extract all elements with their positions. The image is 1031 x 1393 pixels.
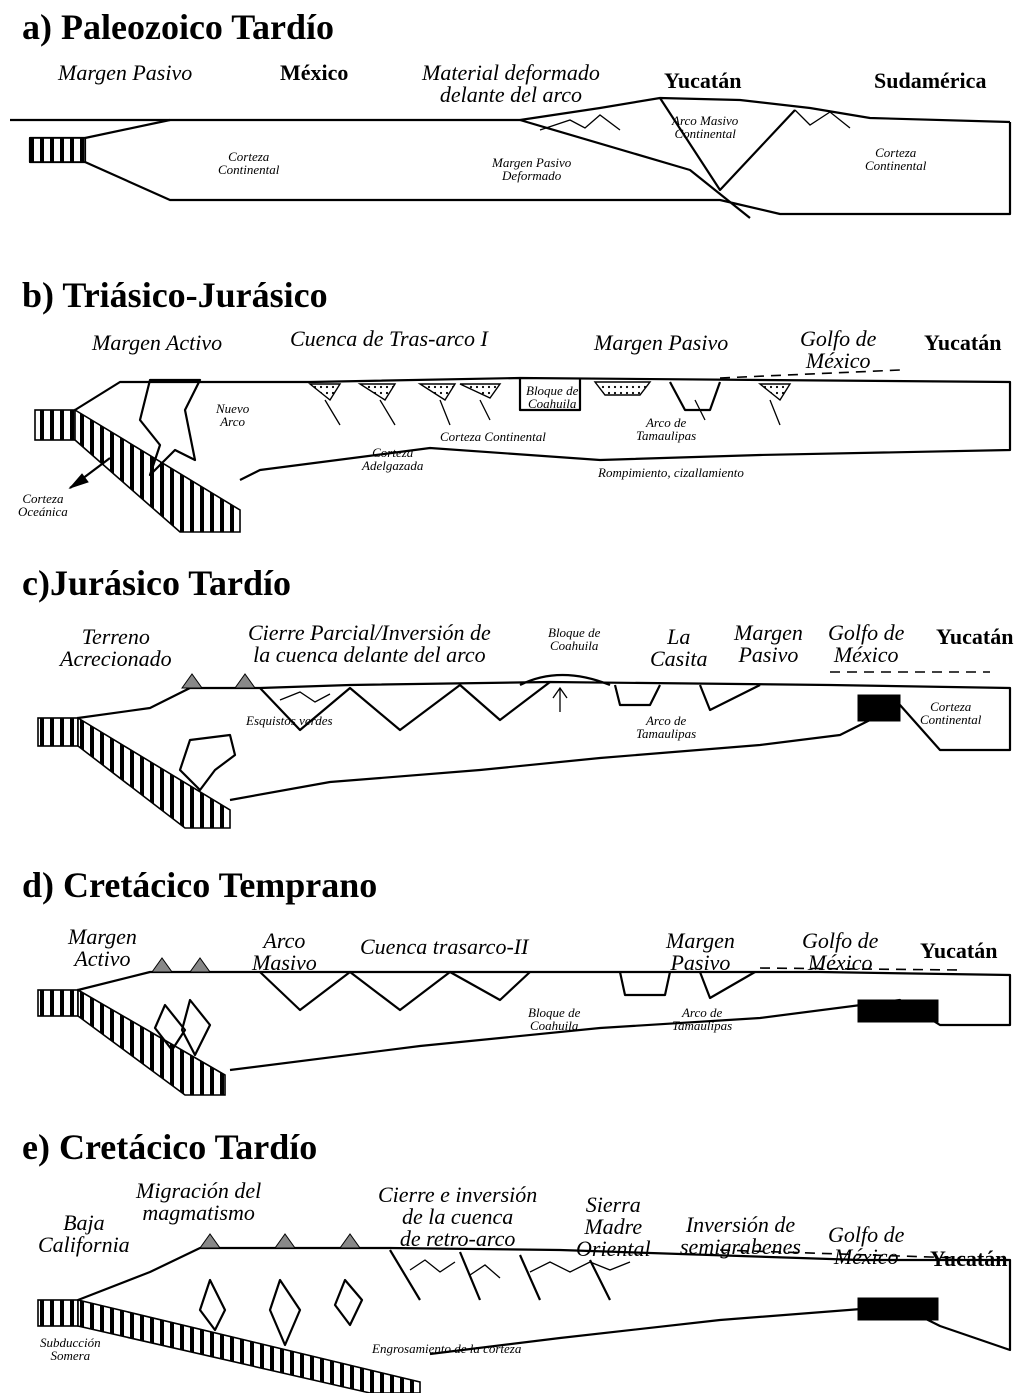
- label-sierra-madre: Sierra Madre Oriental: [576, 1194, 651, 1260]
- gulf-oceanic-crust: [858, 1298, 938, 1320]
- label-sudamerica: Sudamérica: [874, 70, 986, 92]
- label-margen-pasivo: Margen Pasivo: [734, 622, 803, 666]
- label-bloque-coahuila: Bloque de Coahuila: [526, 384, 578, 410]
- label-material-deformado: Material deformado delante del arco: [422, 62, 600, 106]
- label-yucatan: Yucatán: [936, 626, 1013, 648]
- label-arco-tamaulipas: Arco de Tamaulipas: [636, 416, 696, 442]
- label-corteza-oceanica: Corteza Oceánica: [18, 492, 68, 518]
- label-yucatan: Yucatán: [924, 332, 1001, 354]
- gulf-oceanic-crust: [858, 695, 900, 721]
- label-inversion-semigrabenes: Inversión de semigrabenes: [680, 1214, 801, 1258]
- panel-paleozoico-tardio: a) Paleozoico Tardío Margen Pasivo Méxic…: [0, 0, 1031, 250]
- label-arco-masivo: Arco Masivo: [252, 930, 317, 974]
- label-bloque-coahuila: Bloque de Coahuila: [528, 1006, 580, 1032]
- label-rompimiento: Rompimiento, cizallamiento: [598, 466, 744, 479]
- label-arco-masivo: Arco Masivo Continental: [672, 114, 738, 140]
- hatched-crust: [30, 138, 85, 162]
- panel-jurasico-tardio: c)Jurásico Tardío Terreno Acrecionado Ci…: [0, 560, 1031, 850]
- label-mexico: México: [280, 62, 348, 84]
- label-migracion: Migración del magmatismo: [136, 1180, 261, 1224]
- label-yucatan: Yucatán: [920, 940, 997, 962]
- label-margen-pasivo: Margen Pasivo: [666, 930, 735, 974]
- label-corteza-continental: Corteza Continental: [920, 700, 981, 726]
- hatched-crust: [38, 718, 78, 746]
- arc-wedge: [660, 98, 795, 190]
- cross-section-a: [0, 0, 1031, 250]
- subducting-slab: [78, 1300, 420, 1393]
- panel-cretacico-temprano: d) Cretácico Temprano Margen Activo Arco…: [0, 860, 1031, 1110]
- hatched-crust: [35, 410, 75, 440]
- hatched-crust: [38, 1300, 78, 1326]
- label-nuevo-arco: Nuevo Arco: [216, 402, 249, 428]
- label-corteza-adelgazada: Corteza Adelgazada: [362, 446, 423, 472]
- label-cuenca-tras-arco: Cuenca de Tras-arco I: [290, 328, 488, 350]
- gulf-oceanic-crust: [858, 1000, 938, 1022]
- label-margen-activo: Margen Activo: [68, 926, 137, 970]
- label-margen-pasivo-deformado: Margen Pasivo Deformado: [492, 156, 571, 182]
- label-yucatan: Yucatán: [664, 70, 741, 92]
- label-corteza-continental-1: Corteza Continental: [218, 150, 279, 176]
- cross-section-d: [0, 860, 1031, 1110]
- panel-triasico-jurasico: b) Triásico-Jurásico Margen Activo Cuenc…: [0, 270, 1031, 550]
- label-margen-pasivo: Margen Pasivo: [594, 332, 728, 354]
- volcanoes: [200, 1234, 360, 1248]
- volcanoes: [182, 674, 255, 688]
- label-corteza-continental: Corteza Continental: [440, 430, 546, 443]
- label-margen-pasivo: Margen Pasivo: [58, 62, 192, 84]
- label-golfo-mexico: Golfo de México: [800, 328, 876, 372]
- label-cierre-inversion: Cierre e inversión de la cuenca de retro…: [378, 1184, 537, 1250]
- label-cuenca-trasarco: Cuenca trasarco-II: [360, 936, 528, 958]
- label-arco-tamaulipas: Arco de Tamaulipas: [672, 1006, 732, 1032]
- greenschist-folds: [280, 692, 330, 702]
- tamaulipas-arch: [670, 382, 720, 410]
- label-cierre-parcial: Cierre Parcial/Inversión de la cuenca de…: [248, 622, 491, 666]
- cross-section-b: [0, 270, 1031, 550]
- subducting-slab: [75, 410, 240, 532]
- label-subduccion-somera: Subducción Somera: [40, 1336, 101, 1362]
- label-golfo-mexico: Golfo de México: [828, 1224, 904, 1268]
- label-golfo-mexico: Golfo de México: [828, 622, 904, 666]
- label-bloque-coahuila: Bloque de Coahuila: [548, 626, 600, 652]
- cross-section-c: [0, 560, 1031, 850]
- volcanoes: [152, 958, 210, 972]
- subducting-slab: [78, 718, 230, 828]
- label-golfo-mexico: Golfo de México: [802, 930, 878, 974]
- label-margen-activo: Margen Activo: [92, 332, 222, 354]
- hatched-crust: [38, 990, 78, 1016]
- label-terreno-acrecionado: Terreno Acrecionado: [60, 626, 172, 670]
- uplift-arrow: [553, 688, 567, 712]
- label-la-casita: La Casita: [650, 626, 707, 670]
- label-engrosamiento: Engrosamiento de la corteza: [372, 1342, 521, 1355]
- basin-profile: [260, 972, 755, 1010]
- label-arco-tamaulipas: Arco de Tamaulipas: [636, 714, 696, 740]
- label-yucatan: Yucatán: [930, 1248, 1007, 1270]
- label-baja-california: Baja California: [38, 1212, 130, 1256]
- panel-cretacico-tardio: e) Cretácico Tardío Migración del magmat…: [0, 1120, 1031, 1393]
- subducting-slab: [78, 990, 225, 1095]
- pluton: [180, 735, 235, 790]
- label-esquistos-verdes: Esquistos verdes: [246, 714, 333, 727]
- label-corteza-continental-2: Corteza Continental: [865, 146, 926, 172]
